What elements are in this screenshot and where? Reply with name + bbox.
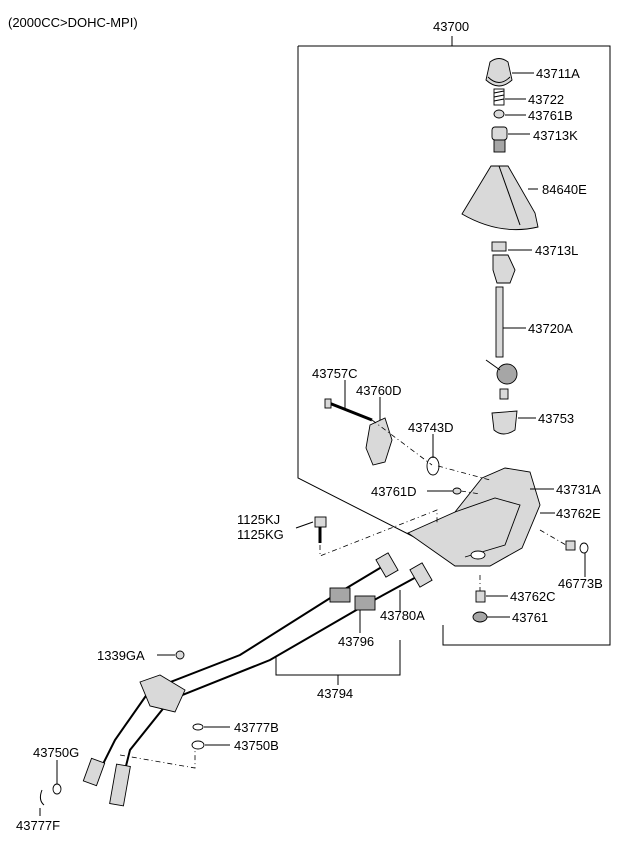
label-84640e: 84640E	[542, 182, 587, 197]
label-43780a: 43780A	[380, 608, 425, 623]
clip-46773b	[579, 542, 589, 554]
clip-43777b	[192, 723, 204, 731]
assembly-frame: 43700	[297, 19, 611, 646]
label-43794: 43794	[317, 686, 353, 701]
engine-note: (2000CC>DOHC-MPI)	[8, 15, 138, 30]
label-43720a: 43720A	[528, 321, 573, 336]
washer-43750b	[191, 740, 205, 750]
label-43761b: 43761B	[528, 108, 573, 123]
cable-grommet-plate	[139, 674, 186, 713]
part-labels: 43711A 43722 43761B 43713K 84640E 43713L…	[16, 66, 603, 833]
label-43762c: 43762C	[510, 589, 556, 604]
bolt-43757c	[324, 398, 373, 422]
label-43753: 43753	[538, 411, 574, 426]
label-43762e: 43762E	[556, 506, 601, 521]
torsion-spring	[426, 456, 440, 476]
pivot-cup	[491, 410, 518, 435]
spring	[493, 88, 505, 106]
label-43722: 43722	[528, 92, 564, 107]
shift-lever	[485, 286, 518, 400]
clip-43777f	[39, 789, 45, 806]
label-43777b: 43777B	[234, 720, 279, 735]
bushing-43762e	[565, 540, 576, 551]
label-43711a: 43711A	[536, 66, 580, 81]
nut-43761	[472, 611, 488, 623]
label-43731a: 43731A	[556, 482, 601, 497]
label-43750g: 43750G	[33, 745, 79, 760]
label-46773b: 46773B	[558, 576, 603, 591]
label-43761d: 43761D	[371, 484, 417, 499]
label-43750b: 43750B	[234, 738, 279, 753]
shift-boot	[461, 165, 539, 231]
shift-base-housing	[407, 467, 541, 567]
centre-lines	[119, 419, 567, 769]
label-43743d: 43743D	[408, 420, 454, 435]
ring-43761b	[493, 109, 505, 119]
leader-lines	[39, 72, 586, 816]
label-43760d: 43760D	[356, 383, 402, 398]
pin-43761d	[452, 487, 462, 495]
label-1339ga: 1339GA	[97, 648, 145, 663]
shift-cables	[82, 552, 433, 807]
bushing-43762c	[475, 590, 486, 603]
bushing-upper	[491, 126, 508, 153]
bolt-1125kj	[314, 516, 327, 543]
washer-43750g	[52, 783, 62, 795]
label-43713k: 43713K	[533, 128, 578, 143]
label-1125kj: 1125KJ	[237, 512, 280, 527]
shift-knob	[485, 58, 513, 87]
label-1125kg: 1125KG	[237, 527, 284, 542]
bushing-lower	[491, 241, 516, 284]
label-43761: 43761	[512, 610, 548, 625]
bolt-1339ga	[175, 650, 185, 660]
assembly-number: 43700	[433, 19, 469, 34]
label-43777f: 43777F	[16, 818, 60, 833]
label-43757c: 43757C	[312, 366, 358, 381]
label-43796: 43796	[338, 634, 374, 649]
label-43713l: 43713L	[535, 243, 578, 258]
